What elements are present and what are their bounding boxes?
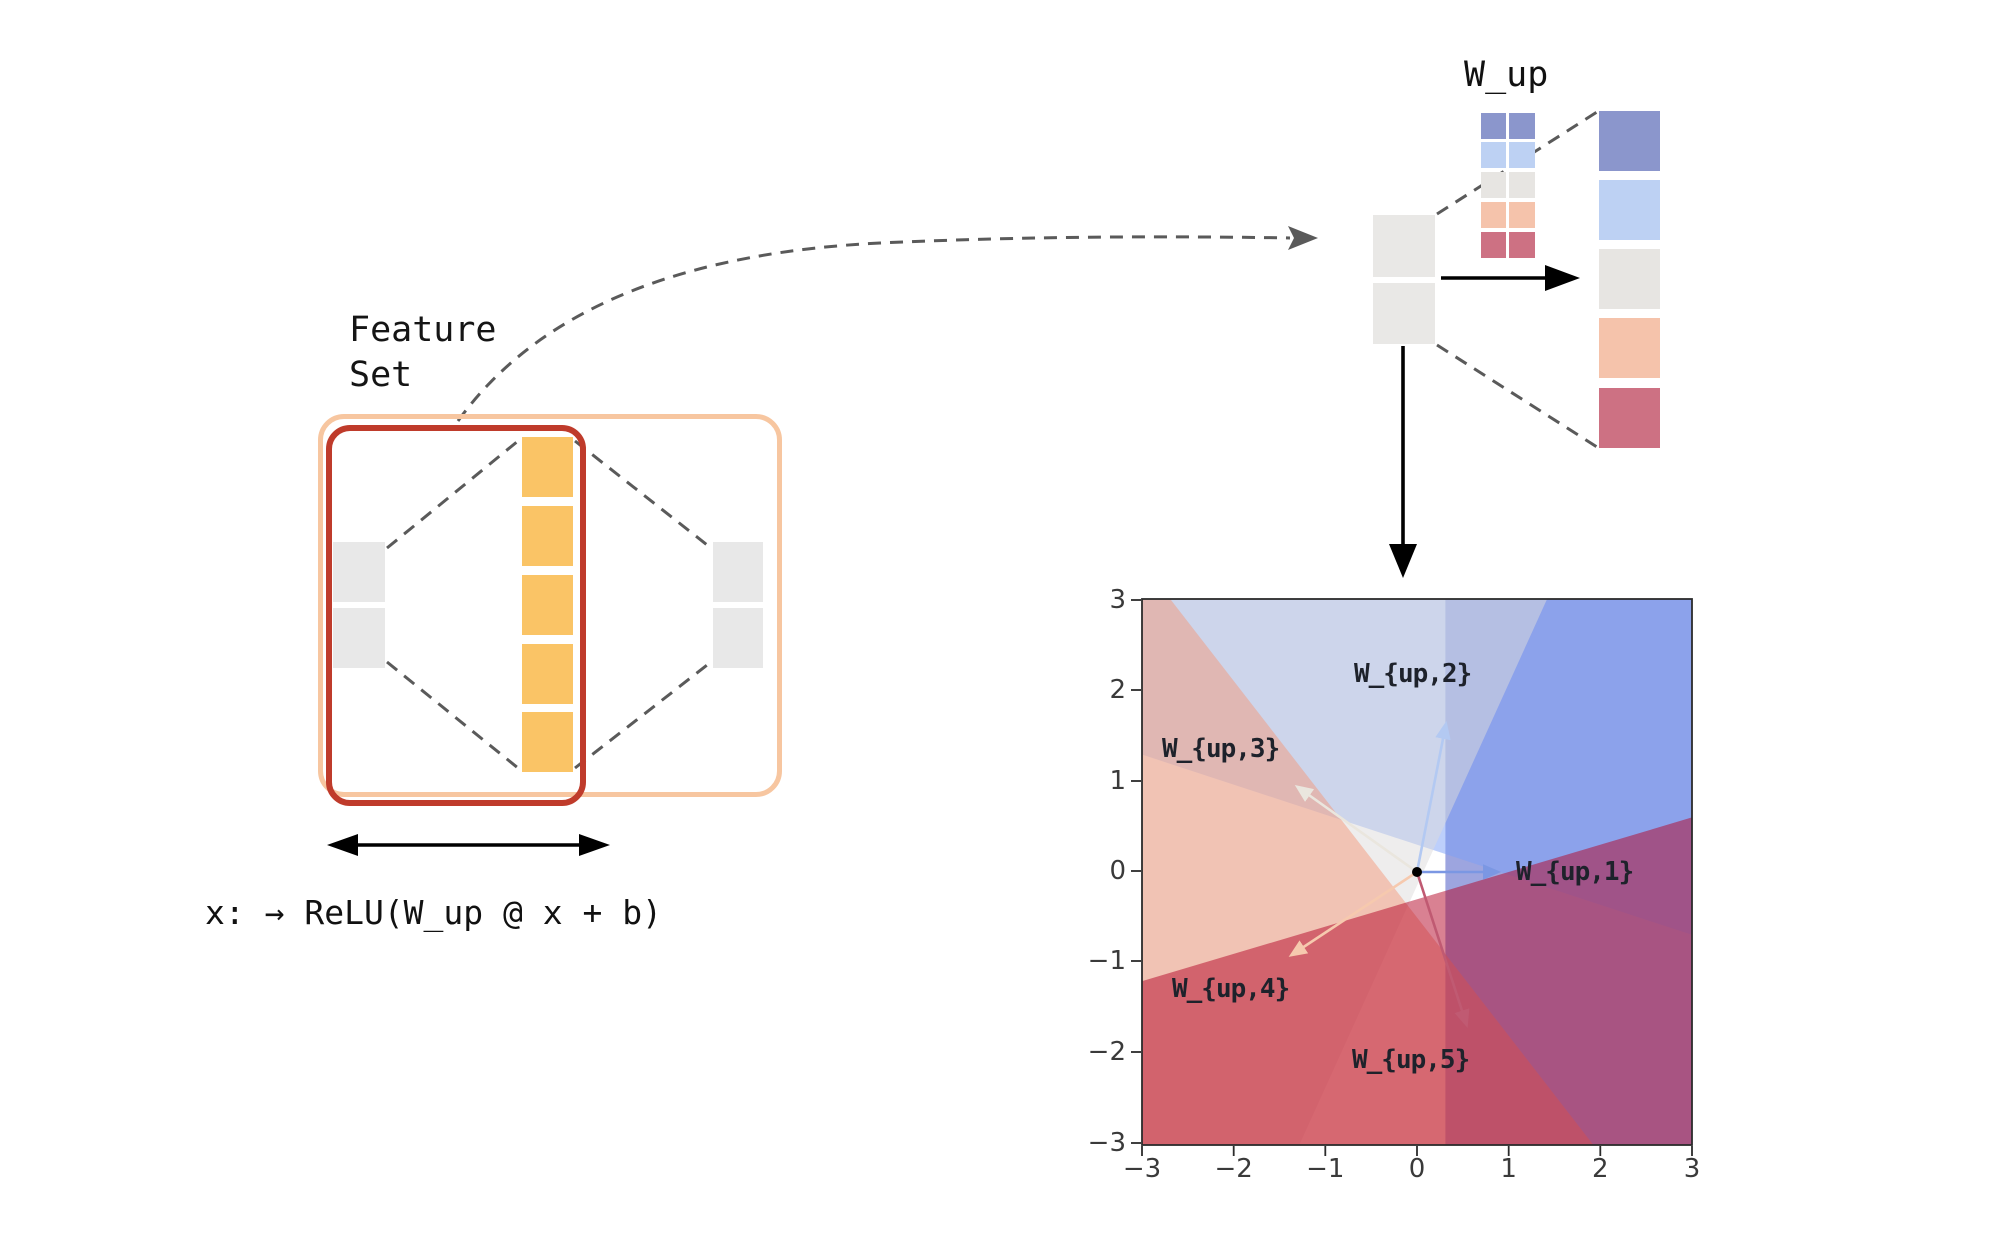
hidden-feature-square-1 [522,437,573,497]
feature-set-title-line1: Feature [349,310,497,350]
wup-matrix-cell-r1c2 [1509,113,1535,139]
wup-matrix-cell-r2c1 [1481,142,1506,168]
span-arrow-head-right [579,834,610,856]
input-square-2 [333,608,385,668]
relu-formula: x: → ReLU(W_up @ x + b) [205,893,662,932]
wup-row-vector-1 [1599,111,1660,171]
connector-right-top [574,439,712,550]
ytick-3: 3 [1109,585,1126,615]
wup-matrix-cell-r5c1 [1481,232,1506,258]
arrow-wup3 [1294,784,1418,874]
wup-matrix-cell-r2c2 [1509,142,1535,168]
ytick--1: −1 [1087,946,1126,976]
hidden-feature-square-5 [522,712,573,772]
input-square-1 [333,542,385,602]
wup-row-vector-4 [1599,318,1660,378]
connector-left-top [386,439,519,550]
connector-left-bottom [386,660,519,770]
mlp-outer-box [318,414,782,797]
ytick-0: 0 [1109,856,1126,886]
connector-right-bottom [574,660,712,770]
xtick-3: 3 [1683,1154,1701,1184]
label-wup1: W_{up,1} [1516,857,1634,887]
matmul-arrow-head [1545,265,1580,291]
wup-row-vector-3 [1599,249,1660,309]
plot-frame [1141,598,1693,1146]
hidden-feature-square-2 [522,506,573,566]
label-wup5: W_{up,5} [1352,1045,1470,1075]
wup-row-vector-5 [1599,388,1660,448]
activation-regions-plot [1142,599,1692,1145]
hidden-feature-square-3 [522,575,573,635]
wup-matrix-cell-r5c2 [1509,232,1535,258]
wup-matrix-cell-r4c1 [1481,202,1506,228]
x-vector-square-1 [1373,215,1435,277]
wup-matrix-cell-r4c2 [1509,202,1535,228]
arrow-wup2 [1415,720,1451,873]
dashed-arrowhead [1288,226,1318,250]
wup-matrix-cell-r3c1 [1481,172,1506,198]
axis-ticks [1131,599,1693,1156]
span-arrow-head-left [327,834,358,856]
ytick--2: −2 [1087,1037,1126,1067]
wup-matrix-cell-r1c1 [1481,113,1506,139]
wup-row-vector-2 [1599,180,1660,240]
label-wup3: W_{up,3} [1162,734,1280,764]
output-square-2 [713,608,763,668]
ytick--3: −3 [1087,1128,1126,1158]
output-square-1 [713,542,763,602]
arrow-wup5 [1415,871,1470,1028]
expand-dash-bottom [1436,343,1598,449]
origin-dot [1412,867,1422,877]
feature-to-wup-dashed-arrow [456,235,1291,422]
label-wup2: W_{up,2} [1354,659,1472,689]
hidden-feature-square-4 [522,644,573,704]
to-plot-arrow-head [1389,544,1417,578]
feature-set-title: Feature Set [349,308,497,398]
ytick-1: 1 [1109,766,1126,796]
feature-set-title-line2: Set [349,355,413,395]
region-wup5 [1142,817,1692,1145]
feature-set-highlight-box [326,425,586,806]
xtick-0: 0 [1408,1154,1426,1184]
xtick-1: 1 [1500,1154,1517,1184]
xtick-2: 2 [1592,1154,1609,1184]
arrow-wup4 [1288,870,1418,957]
xtick--2: −2 [1214,1154,1253,1184]
xtick--3: −3 [1122,1154,1162,1184]
x-vector-square-2 [1373,283,1435,344]
ytick-2: 2 [1109,675,1126,705]
wup-matrix-cell-r3c2 [1509,172,1535,198]
label-wup4: W_{up,4} [1172,974,1290,1004]
wup-title: W_up [1464,55,1549,95]
xtick--1: −1 [1306,1154,1345,1184]
